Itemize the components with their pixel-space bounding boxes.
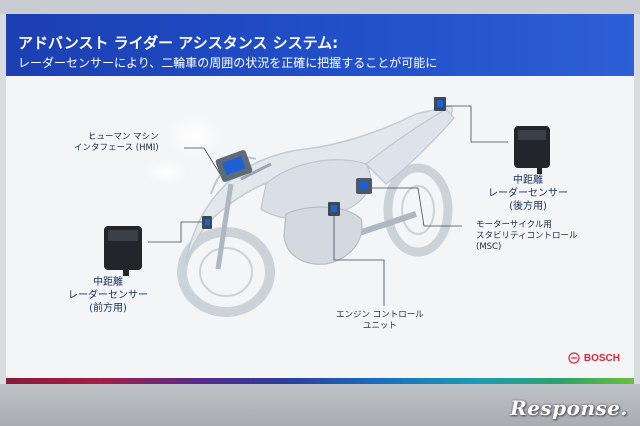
- bosch-wordmark: BOSCH: [583, 352, 620, 364]
- engine-block: [283, 206, 363, 265]
- slide-subtitle: レーダーセンサーにより、二輪車の周囲の状況を正確に把握することが可能に: [18, 56, 438, 70]
- msc-label-line: モーターサイクル用: [476, 220, 552, 230]
- hmi-screen: [222, 156, 246, 176]
- seat-tail: [365, 108, 455, 185]
- rear-radar-label-line: レーダーセンサー: [488, 188, 568, 199]
- handlebar: [240, 162, 272, 181]
- front-radar-sensor-render: [104, 226, 142, 276]
- ecu-label-line: エンジン コントロール: [336, 310, 424, 320]
- front-fork: [215, 183, 234, 270]
- slide-title: アドバンスト ライダー アシスタンス システム:: [18, 34, 339, 52]
- rear-radar-sensor-render: [514, 126, 550, 174]
- hmi-label-line: インタフェース (HMI): [74, 143, 159, 153]
- msc-marker: [360, 182, 368, 190]
- rear-radar-label-line: 中距離: [513, 175, 543, 186]
- title-banner: アドバンスト ライダー アシスタンス システム: レーダーセンサーにより、二輪車…: [6, 14, 634, 76]
- hmi-label-line: ヒューマン マシン: [87, 132, 159, 142]
- rear-radar-label: 中距離 レーダーセンサー (後方用): [488, 174, 568, 213]
- front-radar-label-line: 中距離: [93, 277, 123, 288]
- leader-lines: [148, 105, 508, 306]
- motorcycle-illustration: [104, 97, 550, 317]
- response-watermark: Response.: [510, 396, 628, 420]
- front-wheel: [177, 227, 275, 317]
- rear-radar-label-line: (後方用): [509, 201, 547, 212]
- ecu-marker: [331, 205, 337, 212]
- front-radar-label-line: (前方用): [89, 303, 127, 314]
- ecu-leader-line: [333, 216, 385, 306]
- msc-label-line: スタビリティコントロール: [476, 231, 578, 241]
- presentation-slide: アドバンスト ライダー アシスタンス システム: レーダーセンサーにより、二輪車…: [6, 14, 634, 384]
- hmi-leader-line: [184, 147, 221, 175]
- msc-label-line: (MSC): [476, 242, 502, 252]
- msc-label: モーターサイクル用 スタビリティコントロール (MSC): [476, 220, 578, 253]
- hmi-label: ヒューマン マシン インタフェース (HMI): [74, 132, 159, 154]
- glare-spot: [164, 114, 224, 158]
- bosch-armature-icon: [568, 352, 580, 364]
- front-radar-label-line: レーダーセンサー: [68, 290, 148, 301]
- rear-sensor-leader-line: [446, 105, 508, 143]
- msc-leader-line: [372, 187, 462, 227]
- color-stripe: [6, 378, 634, 384]
- front-sensor-leader-line: [148, 221, 204, 243]
- rear-wheel: [383, 163, 453, 257]
- rear-sensor-marker: [437, 100, 443, 107]
- front-radar-label: 中距離 レーダーセンサー (前方用): [68, 276, 148, 315]
- glare-spot: [144, 160, 188, 184]
- ecu-label: エンジン コントロール ユニット: [336, 310, 424, 332]
- room-wall-top: [0, 0, 640, 14]
- bosch-logo: BOSCH: [568, 352, 620, 364]
- front-sensor-marker: [205, 219, 210, 225]
- ecu-label-line: ユニット: [362, 321, 397, 331]
- room-floor: [0, 384, 640, 426]
